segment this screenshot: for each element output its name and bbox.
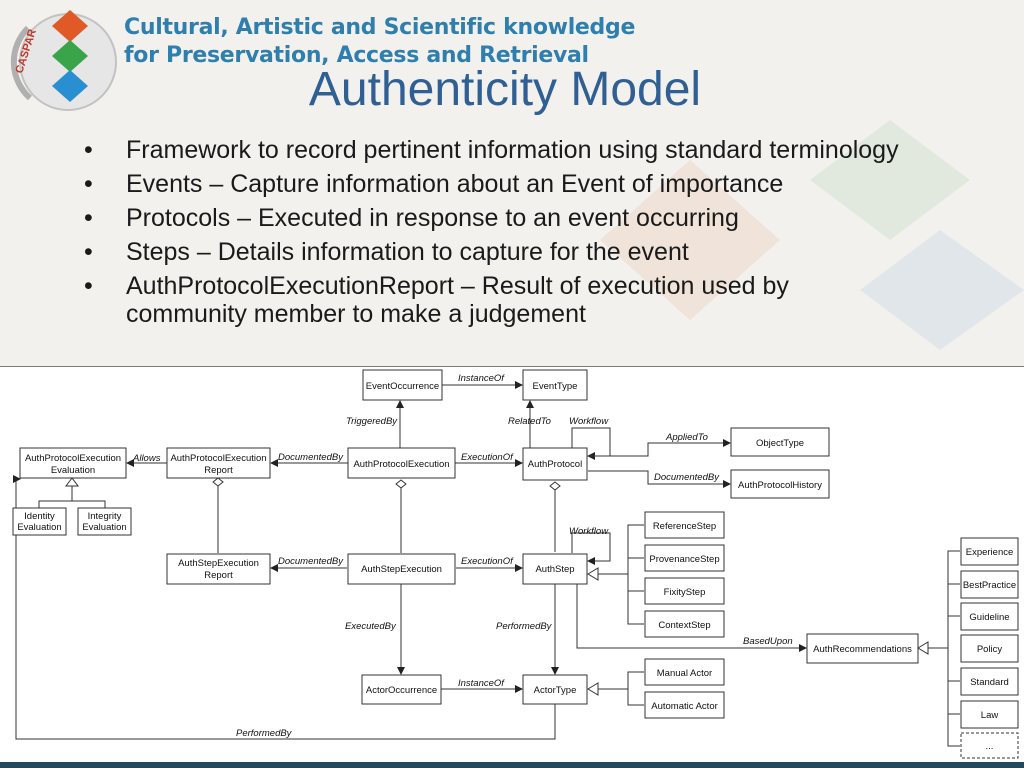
svg-text:ObjectType: ObjectType [756,438,804,449]
box-fixity-step: FixityStep [644,577,725,605]
svg-text:AuthStepExecution: AuthStepExecution [361,564,442,575]
label-execution-of-step: ExecutionOf [461,556,514,567]
box-object-type: ObjectType [730,427,830,457]
bullet-item: •Protocols – Executed in response to an … [84,204,739,232]
svg-text:AuthProtocolExecution: AuthProtocolExecution [353,459,449,470]
svg-text:FixityStep: FixityStep [664,587,706,598]
svg-text:AuthProtocol: AuthProtocol [528,459,582,470]
box-reference-step: ReferenceStep [644,511,725,539]
connectors [13,381,960,747]
svg-text:BestPractice: BestPractice [963,580,1016,591]
bullet-item: •Events – Capture information about an E… [84,170,784,198]
label-instance-of-event: InstanceOf [458,373,505,384]
label-applied-to: AppliedTo [665,432,708,443]
bullet-item: •Framework to record pertinent informati… [84,136,899,164]
svg-text:ContextStep: ContextStep [658,620,710,631]
svg-text:AuthProtocolHistory: AuthProtocolHistory [738,480,822,491]
label-executed-by: ExecutedBy [345,621,397,632]
label-triggered-by: TriggeredBy [346,416,398,427]
bullet-icon: • [84,204,93,232]
box-auth-protocol: AuthProtocol [522,447,588,481]
label-workflow-step: Workflow [569,526,609,537]
box-context-step: ContextStep [644,610,725,638]
box-integrity-evaluation: Integrity Evaluation [77,507,132,536]
bullet-icon: • [84,238,93,266]
label-allows: Allows [132,453,161,464]
bullet-icon: • [84,136,93,164]
box-automatic-actor: Automatic Actor [644,691,725,719]
bullet-icon: • [84,272,93,300]
box-more: ... [960,732,1019,759]
box-guideline: Guideline [960,602,1019,631]
label-performed-by-bottom: PerformedBy [236,728,293,739]
label-related-to: RelatedTo [508,416,551,427]
footer-bar [0,762,1024,768]
svg-text:Experience: Experience [966,547,1014,558]
box-actor-occurrence: ActorOccurrence [361,674,442,705]
caspar-logo: CASPAR [8,6,122,114]
svg-text:ActorOccurrence: ActorOccurrence [366,685,437,696]
svg-text:Evaluation: Evaluation [82,522,126,533]
label-workflow-protocol: Workflow [569,416,609,427]
svg-text:...: ... [986,741,994,752]
svg-text:Policy: Policy [977,644,1003,655]
svg-text:AuthRecommendations: AuthRecommendations [813,644,912,655]
box-auth-step-execution: AuthStepExecution [347,553,456,585]
box-standard: Standard [960,667,1019,696]
svg-text:ActorType: ActorType [534,685,577,696]
label-documented-by-report: DocumentedBy [278,452,344,463]
svg-text:AuthProtocolExecution: AuthProtocolExecution [25,453,121,464]
svg-text:Standard: Standard [970,677,1009,688]
svg-text:Manual Actor: Manual Actor [657,668,712,679]
svg-text:Report: Report [204,570,233,581]
svg-text:ReferenceStep: ReferenceStep [653,521,716,532]
svg-text:Identity: Identity [24,511,55,522]
svg-text:AuthStep: AuthStep [535,564,574,575]
box-auth-protocol-execution-evaluation: AuthProtocolExecution Evaluation [19,447,127,479]
box-event-type: EventType [522,369,588,401]
svg-text:Evaluation: Evaluation [17,522,61,533]
box-auth-step-execution-report: AuthStepExecution Report [166,553,271,585]
label-documented-by-step-report: DocumentedBy [278,556,344,567]
box-actor-type: ActorType [522,674,588,705]
svg-text:Report: Report [204,465,233,476]
label-documented-by-history: DocumentedBy [654,472,720,483]
box-identity-evaluation: Identity Evaluation [12,507,67,536]
box-policy: Policy [960,634,1019,663]
svg-text:Evaluation: Evaluation [51,465,95,476]
box-event-occurrence: EventOccurrence [362,369,443,401]
svg-text:Guideline: Guideline [969,612,1009,623]
connector-labels: InstanceOf TriggeredBy RelatedTo Workflo… [132,373,793,739]
bullet-item: •AuthProtocolExecutionReport – Result of… [84,272,789,328]
svg-text:ProvenanceStep: ProvenanceStep [649,554,719,565]
page-title: Authenticity Model [308,63,702,116]
label-instance-of-actor: InstanceOf [458,678,505,689]
svg-text:Law: Law [981,710,999,721]
box-auth-protocol-execution-report: AuthProtocolExecution Report [166,447,271,479]
box-auth-protocol-execution: AuthProtocolExecution [347,447,456,479]
svg-text:EventType: EventType [533,381,578,392]
label-execution-of-protocol: ExecutionOf [461,452,514,463]
box-auth-step: AuthStep [522,553,588,585]
bullet-icon: • [84,170,93,198]
box-auth-protocol-history: AuthProtocolHistory [730,469,830,499]
svg-text:AuthStepExecution: AuthStepExecution [178,558,259,569]
box-law: Law [960,700,1019,729]
bullet-list: •Framework to record pertinent informati… [84,136,904,334]
box-experience: Experience [960,537,1019,566]
svg-text:EventOccurrence: EventOccurrence [366,381,439,392]
box-best-practice: BestPractice [960,570,1019,599]
authenticity-model-diagram: InstanceOf TriggeredBy RelatedTo Workflo… [0,366,1024,763]
box-provenance-step: ProvenanceStep [644,544,725,572]
bullet-item: •Steps – Details information to capture … [84,238,689,266]
box-manual-actor: Manual Actor [644,658,725,686]
header-line-2: for Preservation, Access and Retrieval [124,43,589,68]
header-line-1: Cultural, Artistic and Scientific knowle… [124,15,636,40]
svg-text:Integrity: Integrity [88,511,122,522]
label-performed-by-step: PerformedBy [496,621,553,632]
svg-text:Automatic Actor: Automatic Actor [651,701,718,712]
box-auth-recommendations: AuthRecommendations [806,633,919,664]
label-based-upon: BasedUpon [743,636,793,647]
svg-text:AuthProtocolExecution: AuthProtocolExecution [170,453,266,464]
